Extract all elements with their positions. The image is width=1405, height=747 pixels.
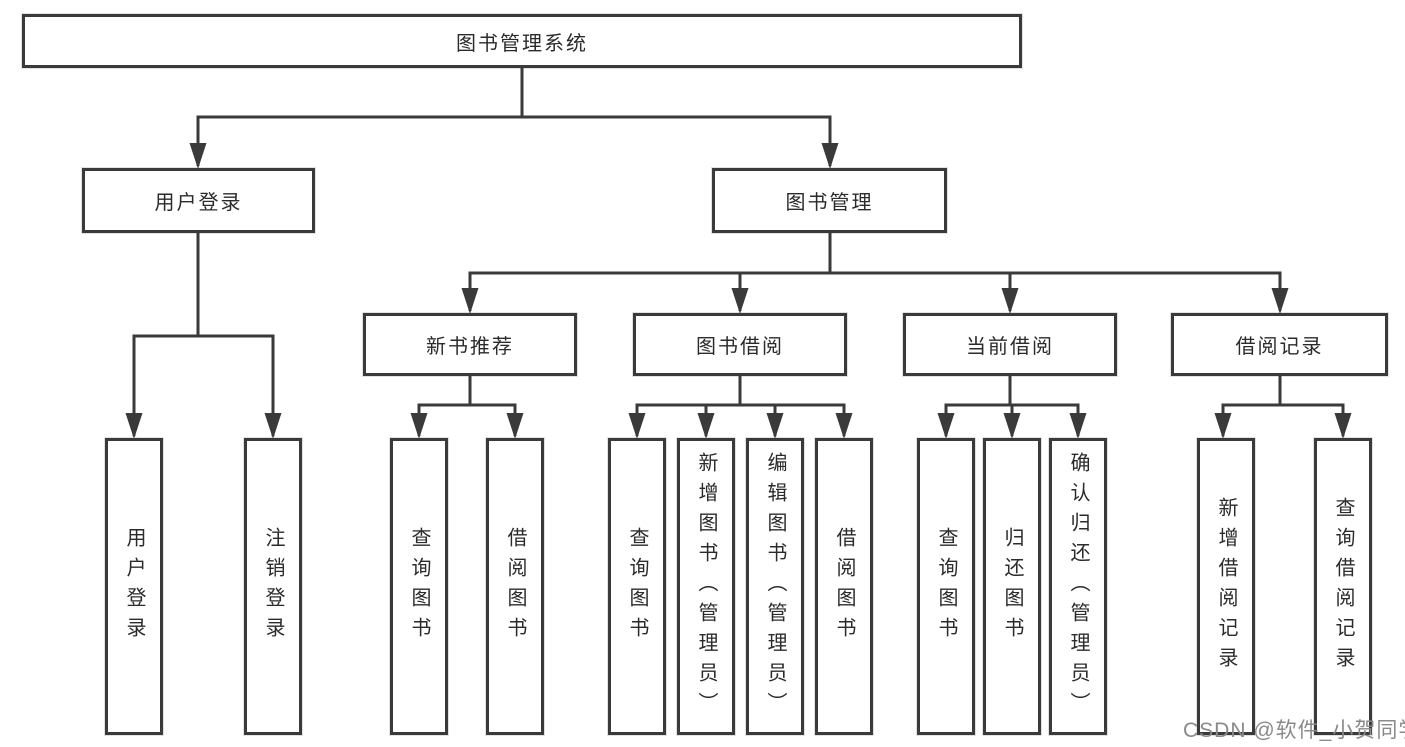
arrowhead-icon: [821, 143, 839, 169]
leaf-add-books-admin: 新增图书（管理员）: [677, 438, 735, 735]
node-label: 借阅图书: [504, 526, 526, 647]
node-borrowing-records: 借阅记录: [1171, 313, 1388, 376]
csdn-watermark: CSDN @软件_小贺同学: [1183, 719, 1405, 742]
arrowhead-icon: [1334, 413, 1352, 439]
arrowhead-icon: [189, 143, 207, 169]
arrowhead-icon: [506, 413, 524, 439]
connectors-book-management: [461, 233, 1289, 314]
node-label: 查询图书: [626, 526, 648, 647]
leaf-borrow-books: 借阅图书: [815, 438, 873, 735]
node-label: 查询借阅记录: [1332, 496, 1354, 677]
arrowhead-icon: [1214, 413, 1232, 439]
connectors-user-login: [125, 233, 282, 439]
leaf-query-books-current: 查询图书: [917, 438, 975, 735]
node-label: 查询图书: [408, 526, 430, 647]
arrowhead-icon: [697, 413, 715, 439]
node-label: 借阅图书: [833, 526, 855, 647]
arrowhead-icon: [1069, 413, 1087, 439]
leaf-query-books-recommend: 查询图书: [390, 438, 448, 735]
node-label: 注销登录: [262, 526, 284, 647]
arrowhead-icon: [410, 413, 428, 439]
arrowhead-icon: [628, 413, 646, 439]
node-user-login: 用户登录: [82, 168, 315, 233]
leaf-logout: 注销登录: [244, 438, 302, 735]
connectors-book-borrowing: [628, 376, 853, 439]
node-library-management-system: 图书管理系统: [22, 14, 1022, 68]
leaf-return-books: 归还图书: [983, 438, 1041, 735]
arrowhead-icon: [1271, 288, 1289, 314]
arrowhead-icon: [835, 413, 853, 439]
node-book-management: 图书管理: [712, 168, 947, 233]
connectors-new-book-recommendation: [410, 376, 524, 439]
node-label: 确认归还（管理员）: [1067, 451, 1089, 722]
arrowhead-icon: [1001, 288, 1019, 314]
node-label: 用户登录: [123, 526, 145, 647]
connectors-current-borrowing: [937, 376, 1087, 439]
node-label: 新增图书（管理员）: [695, 451, 717, 722]
node-label: 新增借阅记录: [1215, 496, 1237, 677]
leaf-confirm-return-admin: 确认归还（管理员）: [1049, 438, 1107, 735]
leaf-query-borrow-record: 查询借阅记录: [1314, 438, 1372, 735]
arrowhead-icon: [125, 413, 143, 439]
leaf-user-login: 用户登录: [105, 438, 163, 735]
arrowhead-icon: [766, 413, 784, 439]
leaf-add-borrow-record: 新增借阅记录: [1197, 438, 1255, 735]
arrowhead-icon: [461, 288, 479, 314]
leaf-edit-books-admin: 编辑图书（管理员）: [746, 438, 804, 735]
node-label: 编辑图书（管理员）: [764, 451, 786, 722]
leaf-borrow-books-recommend: 借阅图书: [486, 438, 544, 735]
node-new-book-recommendation: 新书推荐: [363, 313, 577, 376]
node-label: 归还图书: [1001, 526, 1023, 647]
arrowhead-icon: [937, 413, 955, 439]
connectors-root: [189, 68, 839, 169]
node-label: 查询图书: [935, 526, 957, 647]
connectors-borrowing-records: [1214, 376, 1352, 439]
node-current-borrowing: 当前借阅: [903, 313, 1117, 376]
arrowhead-icon: [1003, 413, 1021, 439]
arrowhead-icon: [264, 413, 282, 439]
node-book-borrowing: 图书借阅: [633, 313, 847, 376]
arrowhead-icon: [731, 288, 749, 314]
leaf-query-books-borrow: 查询图书: [608, 438, 666, 735]
